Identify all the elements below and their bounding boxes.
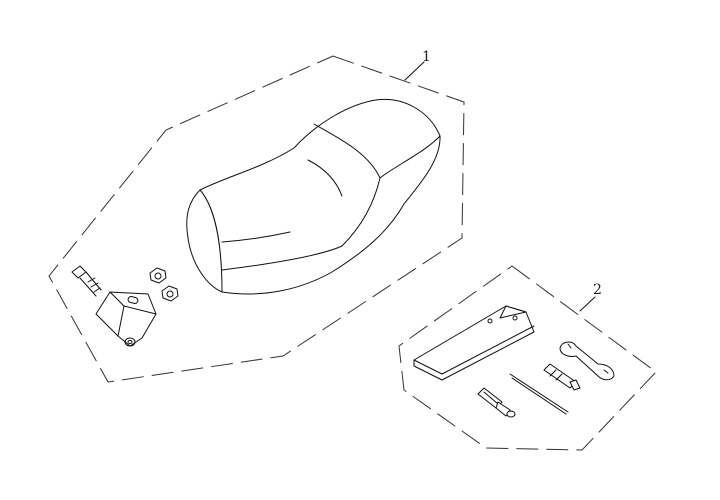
seat <box>186 98 441 295</box>
nut-upper <box>149 267 167 284</box>
callout-1-leader <box>404 61 425 81</box>
callout-1-label: 1 <box>422 49 431 65</box>
nut-lower <box>161 285 179 302</box>
bolt <box>71 265 102 297</box>
tool-bag <box>413 305 535 381</box>
callout-1: 1 <box>404 49 431 81</box>
tommy-bar <box>509 373 569 415</box>
callout-2-leader <box>579 296 596 312</box>
toolkit-group-outline <box>398 265 657 451</box>
spark-plug-socket <box>543 363 581 391</box>
screwdriver <box>477 387 516 418</box>
seat-group-outline <box>48 55 465 383</box>
callout-2-label: 2 <box>593 282 602 298</box>
callout-2: 2 <box>579 282 602 312</box>
seat-bracket <box>95 291 157 347</box>
wrench <box>559 341 615 381</box>
